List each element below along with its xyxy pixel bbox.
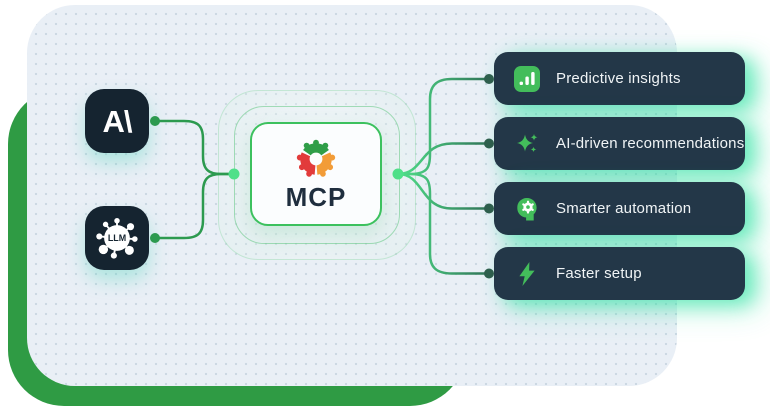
anthropic-node: A\ [85,89,149,153]
output-label: AI-driven recommendations [556,135,745,152]
mcp-label: MCP [285,182,347,212]
mcp-card: MCP [250,122,382,226]
output-label: Smarter automation [556,200,692,217]
anthropic-logo-icon: A\ [102,103,133,139]
output-pill-ai-driven-recommendations: AI-driven recommendations [494,117,745,170]
sparkles-icon [517,133,538,152]
llm-network-icon: LLM [96,217,138,259]
mcp-logo-icon [296,139,336,177]
head-gear-icon [517,197,537,220]
output-pill-faster-setup: Faster setup [494,247,745,300]
output-pill-predictive-insights: Predictive insights [494,52,745,105]
output-pill-smarter-automation: Smarter automation [494,182,745,235]
llm-label: LLM [108,233,126,243]
output-label: Predictive insights [556,70,681,87]
lightning-icon [519,261,535,286]
llm-node: LLM [85,206,149,270]
output-label: Faster setup [556,265,642,282]
bar-chart-icon [514,65,540,92]
